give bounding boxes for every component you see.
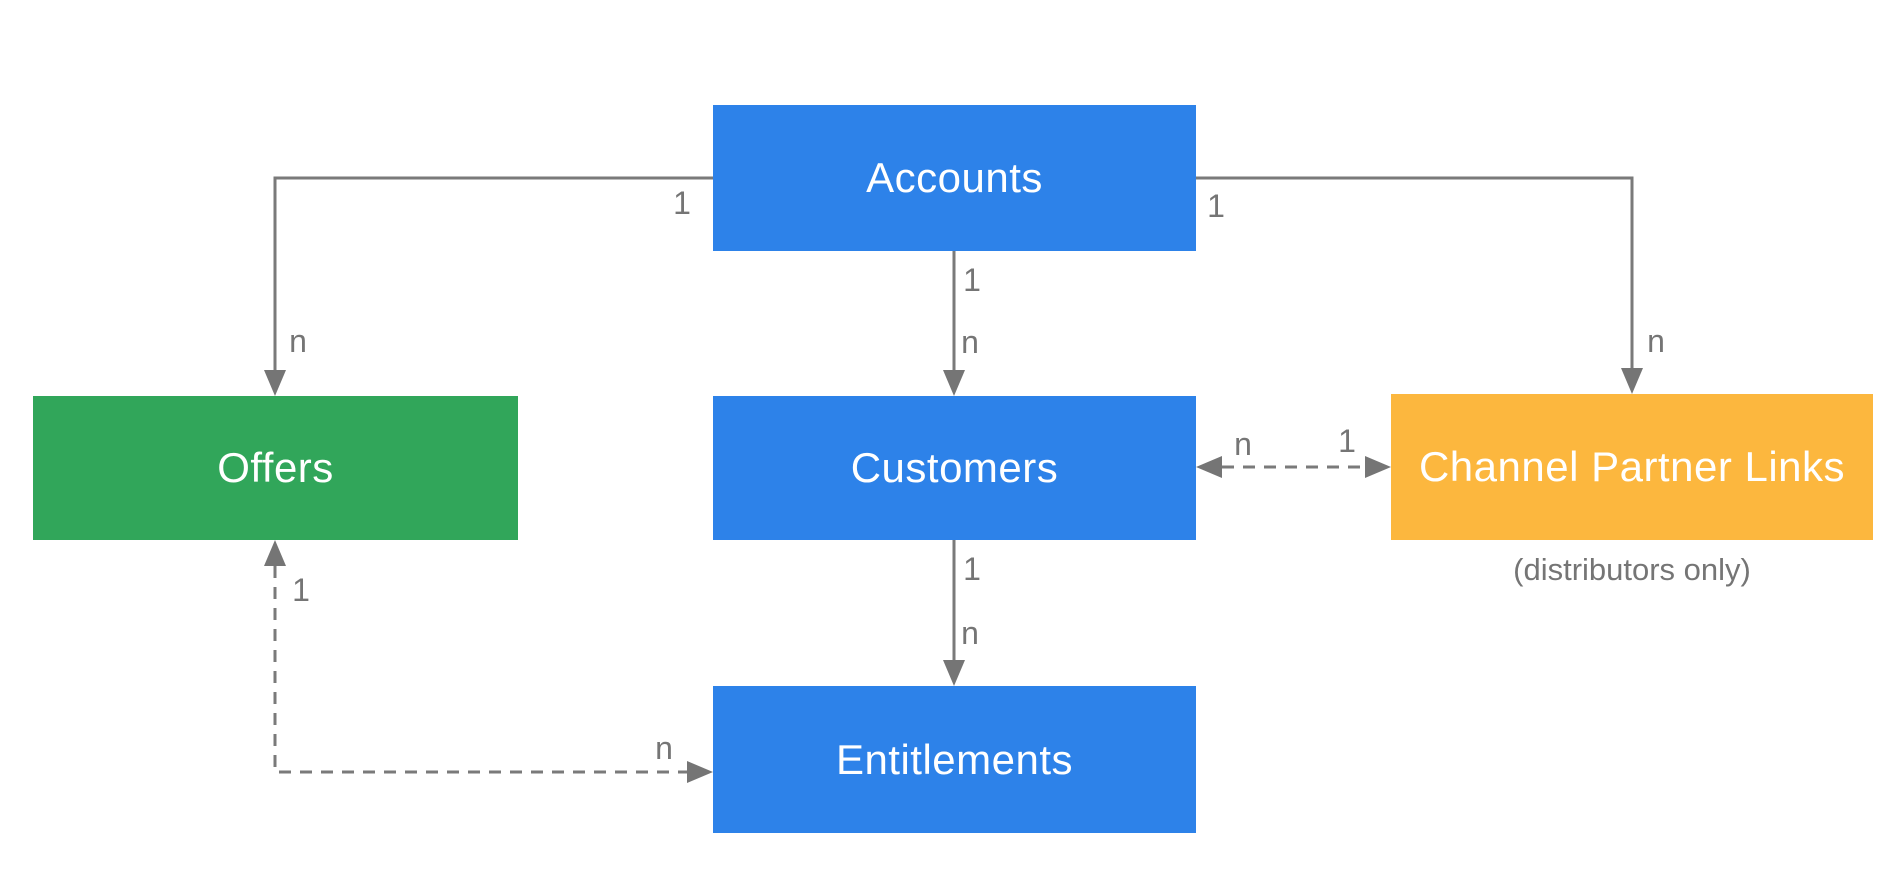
channel-partner-links-caption: (distributors only) <box>1513 552 1751 587</box>
node-entitlements: Entitlements <box>713 686 1196 833</box>
multiplicity-label-customers-cpl-n: n <box>1234 426 1252 462</box>
edge-offers-entitlements <box>264 540 713 783</box>
node-channel-partner-links: Channel Partner Links <box>1391 394 1873 540</box>
multiplicity-label-offers-entitlements-1: 1 <box>292 572 310 608</box>
edge-accounts-customers <box>943 251 965 396</box>
multiplicity-label-customers-entitlements-1: 1 <box>963 551 981 587</box>
multiplicity-label-accounts-offers-n: n <box>289 323 307 359</box>
edge-accounts-offers <box>264 176 713 396</box>
multiplicity-label-accounts-offers-1: 1 <box>673 185 691 221</box>
multiplicity-label-customers-cpl-1: 1 <box>1338 423 1356 459</box>
node-offers: Offers <box>33 396 518 540</box>
node-entitlements-label: Entitlements <box>835 735 1074 783</box>
node-offers-label: Offers <box>217 444 334 491</box>
multiplicity-label-accounts-customers-n: n <box>961 324 979 360</box>
multiplicity-label-accounts-customers-1: 1 <box>963 262 981 298</box>
multiplicity-label-customers-entitlements-n: n <box>961 615 979 651</box>
node-channel-partner-links-label: Channel Partner Links <box>1418 443 1846 490</box>
edge-customers-channel-partner-links <box>1196 456 1391 478</box>
edge-accounts-channel-partner-links <box>1196 176 1643 394</box>
node-accounts: Accounts <box>713 105 1196 251</box>
node-customers-label: Customers <box>850 444 1059 491</box>
node-customers: Customers <box>713 396 1196 540</box>
multiplicity-label-offers-entitlements-n: n <box>655 730 673 766</box>
multiplicity-label-accounts-cpl-1: 1 <box>1207 188 1225 224</box>
multiplicity-label-accounts-cpl-n: n <box>1647 323 1665 359</box>
node-accounts-label: Accounts <box>866 154 1043 201</box>
edge-customers-entitlements <box>943 540 965 686</box>
